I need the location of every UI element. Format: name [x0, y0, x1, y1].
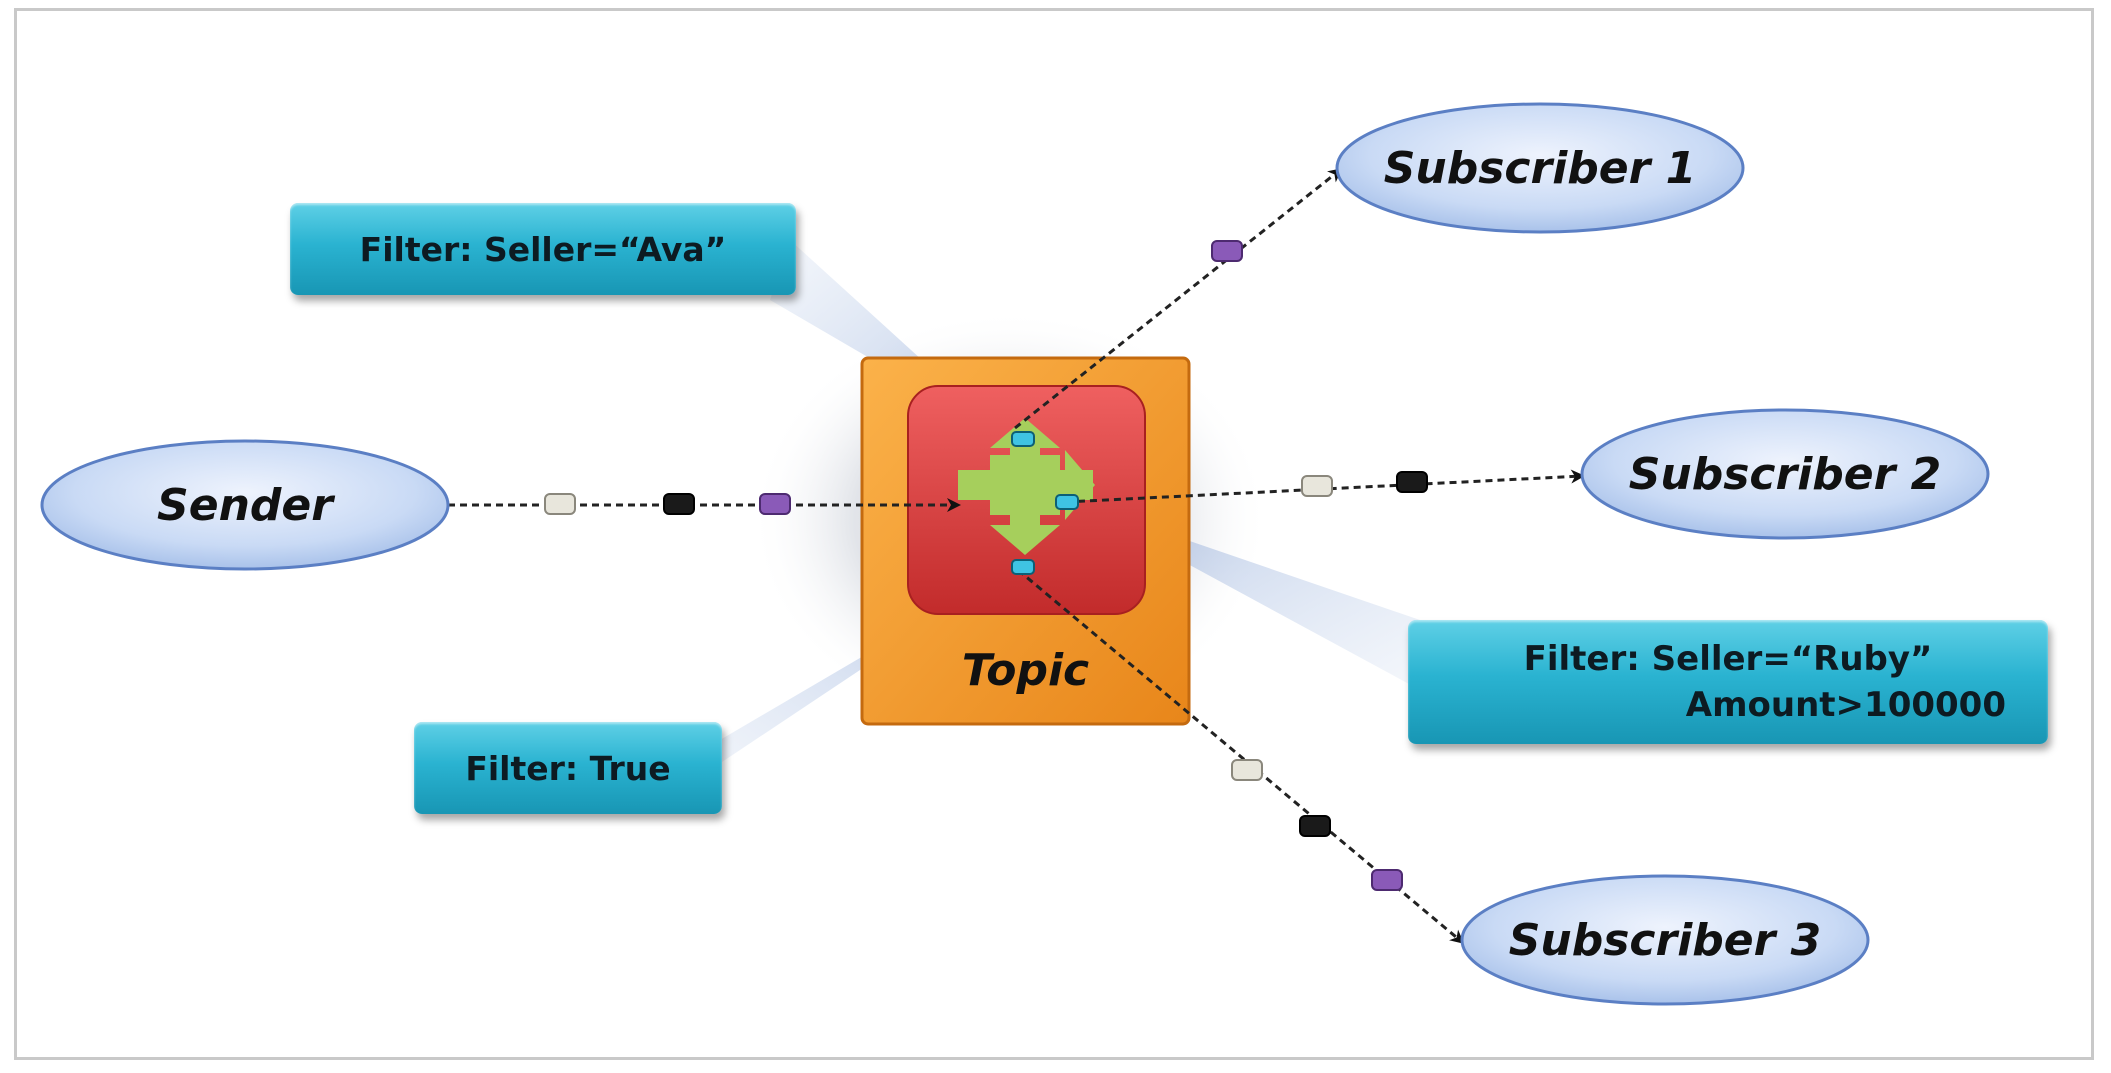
- subscriber2-ellipse: [1580, 408, 1990, 540]
- topic-port-top: [1011, 431, 1035, 447]
- topic-port-bottom: [1011, 559, 1035, 575]
- message-white: [1301, 475, 1333, 497]
- filter-true-label: Filter: True: [465, 748, 671, 788]
- message-purple: [1371, 869, 1403, 891]
- filter-ruby-line1: Filter: Seller=“Ruby”: [1523, 639, 1933, 679]
- connector-topic-sub1: [1014, 168, 1343, 430]
- filter-box-ruby: Filter: Seller=“Ruby” Amount>100000: [1408, 620, 2048, 744]
- topic-label: Topic: [961, 645, 1090, 696]
- sender-label: Sender: [157, 479, 333, 531]
- message-black: [1396, 471, 1428, 493]
- message-purple: [1211, 240, 1243, 262]
- subscriber1-ellipse: [1335, 102, 1745, 234]
- message-white: [1231, 759, 1263, 781]
- sender-ellipse: [40, 439, 450, 571]
- message-purple: [759, 493, 791, 515]
- message-black: [1299, 815, 1331, 837]
- subscriber3-ellipse: [1460, 874, 1870, 1006]
- message-black: [663, 493, 695, 515]
- move-arrow-icon: [958, 418, 1095, 555]
- filter-box-ava: Filter: Seller=“Ava”: [290, 203, 796, 295]
- subscriber3-label: Subscriber 3: [1508, 914, 1822, 966]
- topic-port-right: [1055, 494, 1079, 510]
- subscriber2-label: Subscriber 2: [1628, 448, 1942, 500]
- message-white: [544, 493, 576, 515]
- filter-box-true: Filter: True: [414, 722, 722, 814]
- subscriber1-label: Subscriber 1: [1383, 142, 1697, 194]
- filter-ava-label: Filter: Seller=“Ava”: [359, 229, 727, 269]
- filter-ruby-line2: Amount>100000: [1685, 685, 2006, 725]
